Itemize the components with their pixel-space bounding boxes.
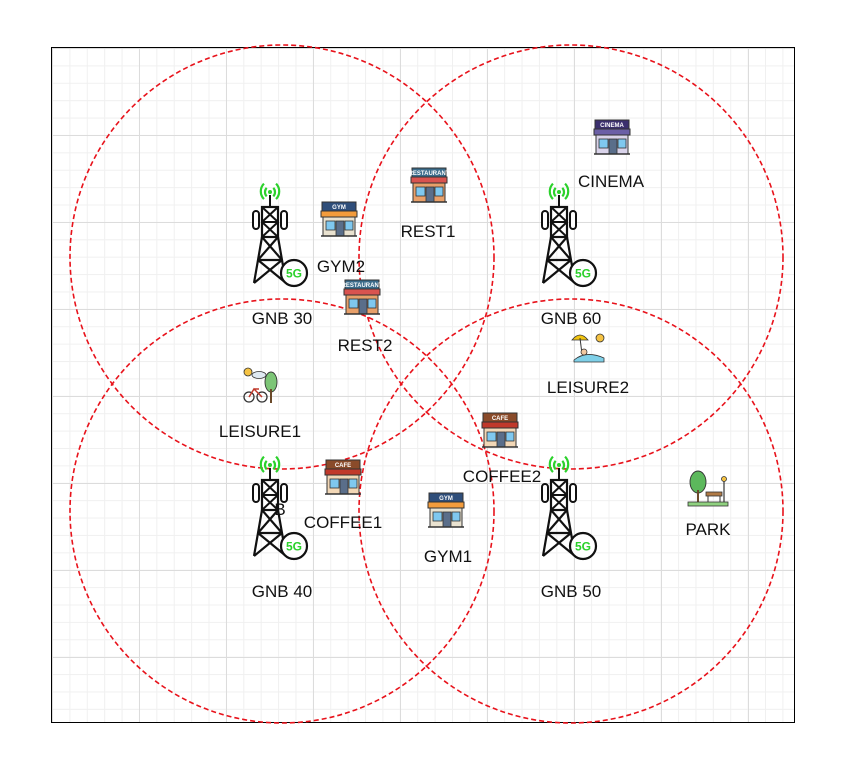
svg-text:CINEMA: CINEMA	[600, 123, 624, 129]
coverage-circle-gnb30	[69, 44, 495, 470]
label-coffee2: COFFEE2	[462, 467, 542, 486]
label-leisure1: LEISURE1	[218, 422, 302, 441]
svg-text:GYM: GYM	[332, 205, 346, 211]
signal-icon	[259, 182, 281, 200]
label-cinema: CINEMA	[577, 172, 645, 191]
label-rest2: REST2	[337, 336, 393, 355]
svg-text:RESTAURANT: RESTAURANT	[409, 171, 450, 177]
cinema-icon-cinema: CINEMA	[593, 119, 631, 155]
grid-frame	[51, 47, 795, 723]
svg-text:5G: 5G	[575, 540, 591, 554]
svg-text:CAFE: CAFE	[335, 463, 351, 469]
cafe-icon-coffee1: CAFE	[324, 459, 362, 495]
label-leisure2: LEISURE2	[546, 378, 630, 397]
tower-icon-gnb50: 5G	[541, 455, 598, 561]
svg-text:5G: 5G	[286, 267, 302, 281]
svg-text:5G: 5G	[575, 267, 591, 281]
label-gnb40: GNB 40	[251, 582, 313, 601]
gym-icon-gym1: GYM	[427, 492, 465, 528]
svg-text:5G: 5G	[286, 540, 302, 554]
coverage-circle-gnb50	[358, 298, 784, 724]
badge-5g-icon: 5G	[568, 531, 598, 561]
label-rest1: REST1	[400, 222, 456, 241]
coverage-circle-gnb40	[69, 298, 495, 724]
label-gnb60: GNB 60	[540, 309, 602, 328]
stray-label: B	[274, 500, 286, 519]
label-park: PARK	[685, 520, 731, 539]
label-gym1: GYM1	[423, 547, 473, 566]
label-gnb30: GNB 30	[251, 309, 313, 328]
cafe-icon-coffee2: CAFE	[481, 412, 519, 448]
label-gym2: GYM2	[316, 257, 366, 276]
signal-icon	[548, 182, 570, 200]
svg-text:CAFE: CAFE	[492, 416, 508, 422]
label-coffee1: COFFEE1	[303, 513, 383, 532]
svg-text:RESTAURANT: RESTAURANT	[342, 283, 383, 289]
restaurant-icon-rest2: RESTAURANT	[342, 279, 383, 315]
coverage-circle-gnb60	[358, 44, 784, 470]
leisure-icon-leisure2	[571, 333, 605, 363]
tower-icon-gnb40: 5G	[252, 455, 309, 561]
label-gnb50: GNB 50	[540, 582, 602, 601]
badge-5g-icon: 5G	[279, 258, 309, 288]
svg-text:GYM: GYM	[439, 496, 453, 502]
restaurant-icon-rest1: RESTAURANT	[409, 167, 450, 203]
gym-icon-gym2: GYM	[320, 201, 358, 237]
tower-icon-gnb60: 5G	[541, 182, 598, 288]
badge-5g-icon: 5G	[279, 531, 309, 561]
leisure-icon-leisure1	[243, 367, 278, 403]
tower-icon-gnb30: 5G	[252, 182, 309, 288]
signal-icon	[259, 455, 281, 473]
signal-icon	[548, 455, 570, 473]
badge-5g-icon: 5G	[568, 258, 598, 288]
park-icon-park	[687, 470, 729, 507]
